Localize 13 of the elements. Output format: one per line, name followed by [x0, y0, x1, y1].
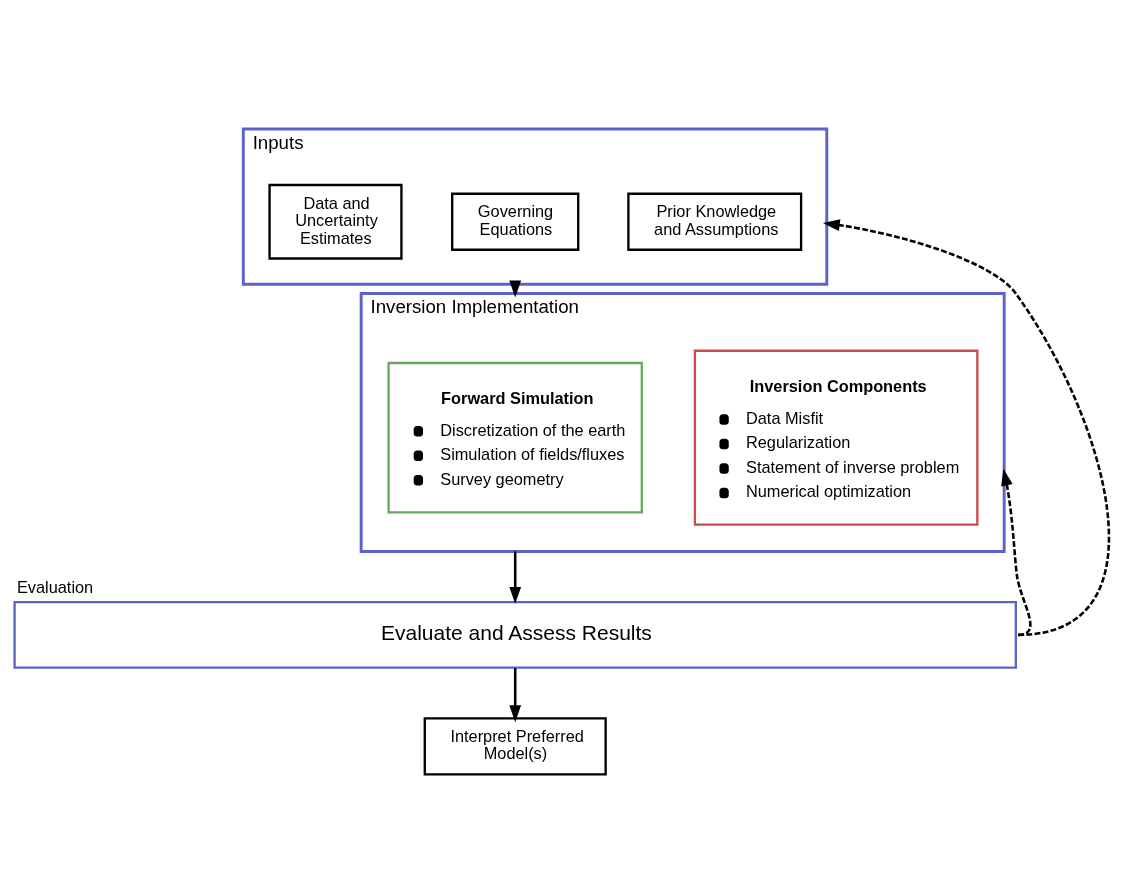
arrow	[509, 551, 522, 604]
node-box: Evaluate and Assess Results	[13, 601, 1017, 669]
node-label: Evaluation	[16, 578, 94, 597]
node-box: Prior Knowledge and Assumptions	[627, 192, 803, 251]
node-box: Forward Simulation Discretization of the earth Simulation of fields/fluxes Survey geometry	[387, 361, 643, 514]
arrow	[822, 219, 1111, 637]
arrow	[509, 668, 522, 723]
node-box: Data and Uncertainty Estimates	[268, 183, 403, 260]
node-box: Inversion Components Data Misfit Regularization Statement of inverse problem Numerical optimization	[693, 349, 979, 526]
node-box: Governing Equations	[451, 192, 580, 251]
arrow	[509, 280, 522, 298]
arrow	[1001, 468, 1032, 637]
node-box: Interpret Preferred Model(s)	[423, 717, 607, 776]
